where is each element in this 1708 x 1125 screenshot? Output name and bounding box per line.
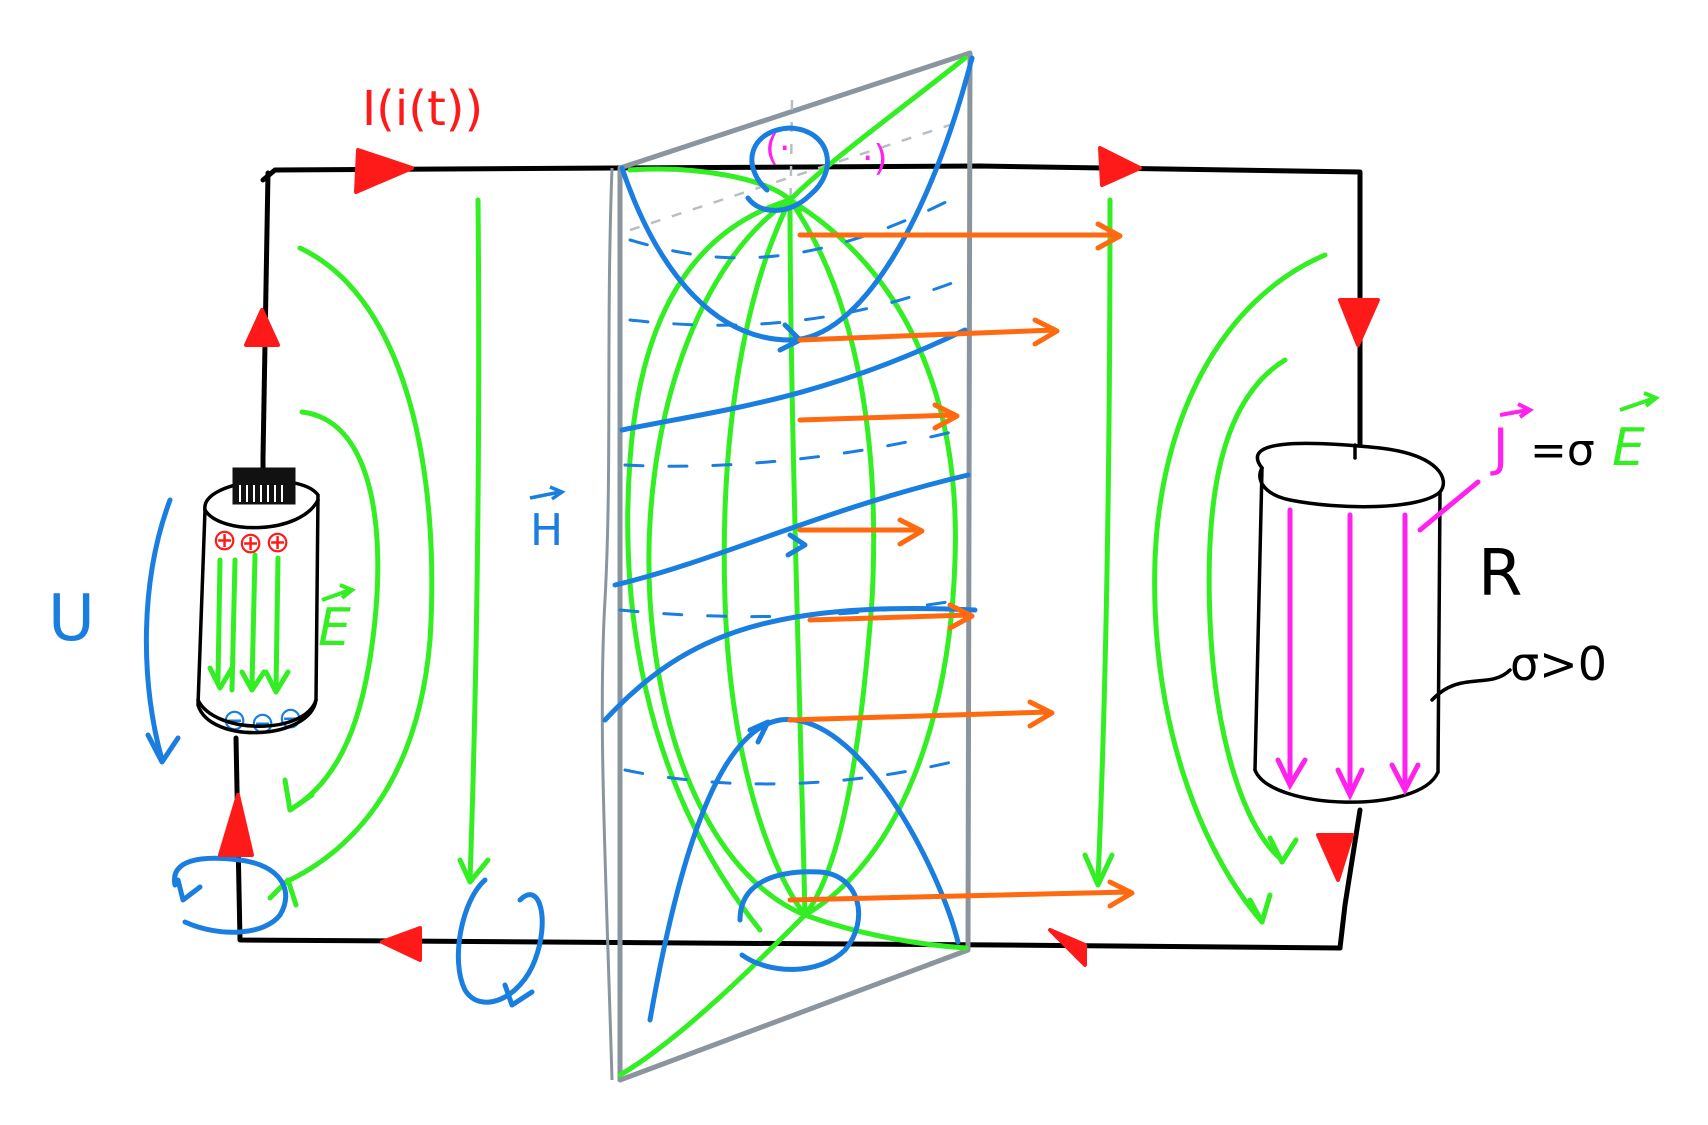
h-field-label: H <box>530 505 563 556</box>
labels: I(i(t)) U E H J =σ E R σ>0 (· ·) <box>48 81 1660 691</box>
current-arrow <box>354 148 414 194</box>
current-arrow <box>218 793 254 857</box>
current-arrow <box>1098 146 1142 187</box>
current-arrows <box>218 146 1380 967</box>
current-arrow <box>380 926 422 962</box>
voltage-label: U <box>48 582 95 656</box>
poynting-vectors <box>787 221 1135 909</box>
battery: ⊕ ⊕ ⊕ <box>196 467 320 735</box>
ohm-law-sigma: =σ <box>1530 425 1595 476</box>
resistor-label: R <box>1478 537 1522 611</box>
current-density-j-label: J <box>1490 418 1508 478</box>
conductivity-label: σ>0 <box>1510 637 1607 691</box>
current-arrow <box>1316 833 1354 882</box>
plus-charge: ⊕ <box>265 525 290 560</box>
plane-dot-label: (· <box>765 128 791 169</box>
current-arrow <box>244 308 280 347</box>
resistor <box>1253 441 1512 804</box>
plane-dot-label: ·) <box>862 138 888 179</box>
plus-charges: ⊕ ⊕ ⊕ <box>212 523 290 561</box>
current-arrow <box>1338 298 1380 347</box>
ohm-law-e-label: E <box>1612 418 1645 478</box>
plus-charge: ⊕ <box>238 526 263 561</box>
current-label: I(i(t)) <box>362 81 483 137</box>
minus-charge: ⊖ <box>250 706 275 741</box>
e-field-battery-label: E <box>318 598 351 658</box>
current-arrow <box>1048 928 1087 967</box>
plus-charge: ⊕ <box>212 523 237 558</box>
